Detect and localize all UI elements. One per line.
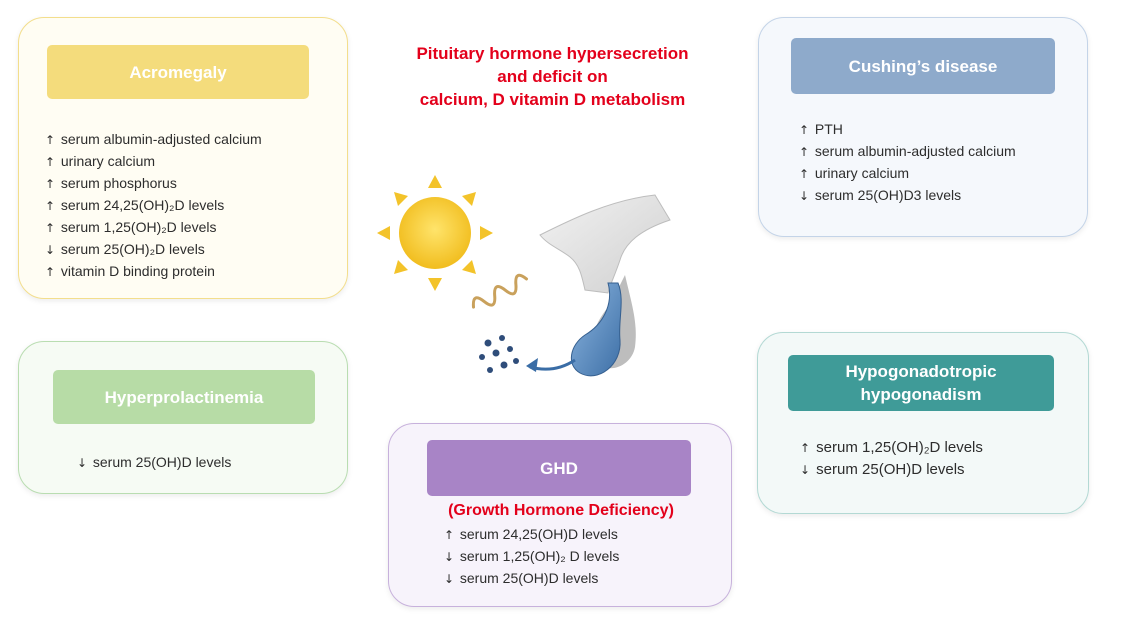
list-item-text: serum 1,25(OH)₂D levels	[60, 219, 217, 235]
list-item-text: PTH	[814, 121, 843, 137]
vitamin-particles-icon	[479, 335, 519, 373]
hypogonadism-header-line-2: hypogonadism	[860, 385, 982, 404]
list-item-text: serum 24,25(OH)D levels	[459, 526, 618, 542]
arrow-up-icon: ↑	[799, 167, 810, 181]
list-item: ↓ serum 25(OH)D3 levels	[799, 185, 1016, 207]
arrow-up-icon: ↑	[45, 155, 56, 169]
list-item: ↑ serum 24,25(OH)D levels	[444, 524, 619, 546]
cushing-header: Cushing’s disease	[791, 38, 1055, 94]
arrow-up-icon: ↑	[45, 199, 56, 213]
list-item-text: urinary calcium	[814, 165, 910, 181]
list-item: ↓ serum 25(OH)₂D levels	[45, 239, 262, 261]
list-item: ↓ serum 25(OH)D levels	[444, 568, 619, 590]
arrow-up-icon: ↑	[45, 265, 56, 279]
list-item-text: serum albumin-adjusted calcium	[60, 131, 262, 147]
list-item-text: urinary calcium	[60, 153, 156, 169]
pituitary-gland-icon	[539, 194, 671, 377]
arrow-up-icon: ↑	[444, 528, 455, 542]
list-item-text: serum 24,25(OH)₂D levels	[60, 197, 225, 213]
list-item-text: serum albumin-adjusted calcium	[814, 143, 1016, 159]
cushing-card: Cushing’s disease ↑ PTH↑ serum albumin-a…	[758, 17, 1088, 237]
list-item: ↑ PTH	[799, 119, 1016, 141]
cushing-list: ↑ PTH↑ serum albumin-adjusted calcium↑ u…	[799, 119, 1016, 207]
list-item-text: serum 25(OH)D levels	[816, 461, 965, 478]
list-item-text: serum 1,25(OH)₂D levels	[816, 439, 983, 456]
ghd-header: GHD	[427, 440, 691, 496]
arrow-down-icon: ↓	[45, 243, 56, 257]
arrow-down-icon: ↓	[799, 189, 810, 203]
list-item: ↓ serum 25(OH)D levels	[800, 459, 983, 481]
arrow-down-icon: ↓	[77, 456, 88, 470]
arrow-up-icon: ↑	[45, 177, 56, 191]
secretion-arrow-icon	[526, 358, 576, 372]
arrow-up-icon: ↑	[45, 133, 56, 147]
ghd-subtitle: (Growth Hormone Deficiency)	[448, 502, 674, 519]
list-item: ↑ serum phosphorus	[45, 173, 262, 195]
list-item-text: vitamin D binding protein	[60, 263, 215, 279]
title-line-2: and deficit on	[497, 67, 608, 86]
list-item: ↓ serum 1,25(OH)₂ D levels	[444, 546, 619, 568]
sun-icon	[377, 175, 493, 291]
pituitary-illustration	[377, 175, 671, 377]
arrow-up-icon: ↑	[799, 145, 810, 159]
uv-wave-icon	[471, 273, 528, 309]
diagram-title: Pituitary hormone hypersecretion and def…	[360, 42, 745, 111]
list-item: ↑ vitamin D binding protein	[45, 261, 262, 283]
hypogonadism-list: ↑ serum 1,25(OH)₂D levels↓ serum 25(OH)D…	[800, 437, 983, 481]
hyperprolactinemia-list: ↓ serum 25(OH)D levels	[77, 452, 231, 474]
list-item-text: serum phosphorus	[60, 175, 177, 191]
hypogonadism-header-line-1: Hypogonadotropic	[845, 362, 997, 381]
arrow-down-icon: ↓	[444, 572, 455, 586]
list-item: ↑ serum 1,25(OH)₂D levels	[45, 217, 262, 239]
arrow-down-icon: ↓	[800, 463, 811, 477]
hyperprolactinemia-card: Hyperprolactinemia ↓ serum 25(OH)D level…	[18, 341, 348, 494]
acromegaly-list: ↑ serum albumin-adjusted calcium↑ urinar…	[45, 129, 262, 283]
title-line-3: calcium, D vitamin D metabolism	[419, 90, 686, 109]
arrow-up-icon: ↑	[800, 441, 811, 455]
arrow-down-icon: ↓	[444, 550, 455, 564]
arrow-up-icon: ↑	[45, 221, 56, 235]
hypogonadism-header: Hypogonadotropic hypogonadism	[788, 355, 1054, 411]
title-line-1: Pituitary hormone hypersecretion	[416, 44, 689, 63]
hyperprolactinemia-header: Hyperprolactinemia	[53, 370, 315, 424]
list-item-text: serum 25(OH)D levels	[459, 570, 599, 586]
list-item-text: serum 25(OH)₂D levels	[60, 241, 205, 257]
arrow-up-icon: ↑	[799, 123, 810, 137]
list-item-text: serum 1,25(OH)₂ D levels	[459, 548, 620, 564]
acromegaly-header: Acromegaly	[47, 45, 309, 99]
list-item: ↑ serum albumin-adjusted calcium	[45, 129, 262, 151]
list-item-text: serum 25(OH)D3 levels	[814, 187, 962, 203]
ghd-list: ↑ serum 24,25(OH)D levels↓ serum 1,25(OH…	[444, 524, 619, 590]
list-item: ↑ urinary calcium	[799, 163, 1016, 185]
list-item: ↑ serum 1,25(OH)₂D levels	[800, 437, 983, 459]
list-item: ↑ serum albumin-adjusted calcium	[799, 141, 1016, 163]
list-item: ↑ serum 24,25(OH)₂D levels	[45, 195, 262, 217]
list-item: ↑ urinary calcium	[45, 151, 262, 173]
acromegaly-card: Acromegaly ↑ serum albumin-adjusted calc…	[18, 17, 348, 299]
hypogonadism-card: Hypogonadotropic hypogonadism ↑ serum 1,…	[757, 332, 1089, 514]
list-item: ↓ serum 25(OH)D levels	[77, 452, 231, 474]
ghd-card: GHD (Growth Hormone Deficiency) ↑ serum …	[388, 423, 732, 607]
list-item-text: serum 25(OH)D levels	[92, 454, 232, 470]
